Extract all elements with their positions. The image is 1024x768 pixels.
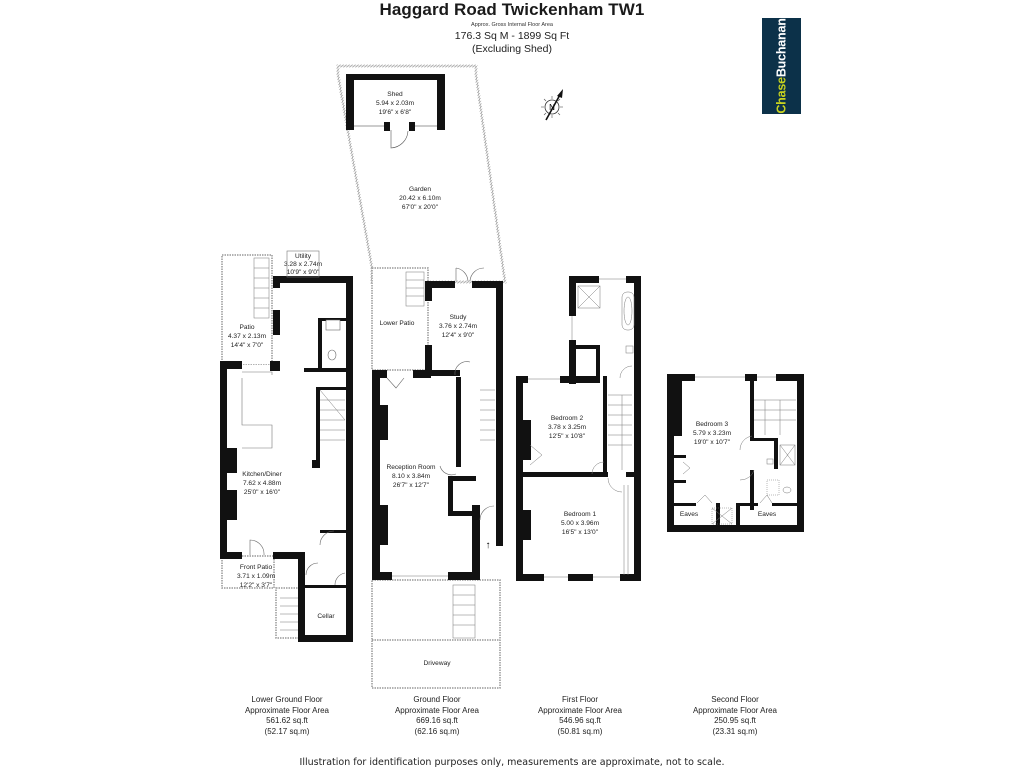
floor-name: Ground Floor [413, 695, 461, 704]
svg-text:14'4" x 7'0": 14'4" x 7'0" [231, 342, 264, 349]
svg-text:19'0" x 10'7": 19'0" x 10'7" [694, 439, 731, 446]
floor-sqm: (52.17 sq.m) [264, 726, 310, 736]
page-title: Haggard Road Twickenham TW1 [379, 0, 645, 19]
svg-text:5.00 x 3.96m: 5.00 x 3.96m [561, 520, 600, 527]
svg-text:12'5" x 10'8": 12'5" x 10'8" [549, 433, 586, 440]
compass-icon: N [541, 89, 563, 121]
agency-logo: ChaseBuchanan [762, 18, 801, 114]
floor-sqft: 561.62 sq.ft [266, 716, 308, 725]
area-note: (Excluding Shed) [472, 43, 552, 55]
floor-sqft: 250.95 sq.ft [714, 716, 756, 725]
first-floor-plan: Bedroom 2 3.78 x 3.25m 12'5" x 10'8" Bed… [516, 276, 641, 581]
svg-text:25'0" x 16'0": 25'0" x 16'0" [244, 489, 281, 496]
svg-text:12'4" x 9'0": 12'4" x 9'0" [442, 332, 475, 339]
floor-sqm: (23.31 sq.m) [712, 726, 758, 736]
floor-caption: Approximate Floor Area [692, 705, 778, 715]
floor-caption: Approximate Floor Area [537, 705, 623, 715]
svg-text:67'0" x 20'0": 67'0" x 20'0" [402, 204, 439, 211]
disclaimer: Illustration for identification purposes… [299, 757, 725, 768]
svg-text:3.78 x 3.25m: 3.78 x 3.25m [548, 424, 587, 431]
svg-text:Bedroom 1: Bedroom 1 [564, 511, 597, 518]
svg-text:Study: Study [450, 314, 468, 321]
svg-text:Shed: Shed [387, 91, 403, 98]
svg-text:Cellar: Cellar [317, 613, 335, 620]
svg-text:4.37 x 2.13m: 4.37 x 2.13m [228, 333, 267, 340]
svg-text:Bedroom 2: Bedroom 2 [551, 415, 584, 422]
svg-text:26'7" x 12'7": 26'7" x 12'7" [393, 482, 430, 489]
svg-text:20.42 x 6.10m: 20.42 x 6.10m [399, 195, 441, 202]
floor-caption: Approximate Floor Area [394, 705, 480, 715]
svg-text:Utility: Utility [295, 253, 312, 260]
ground-floor-plan: ↑ Lower Patio Study 3.76 x 2.74m 12'4" x… [371, 267, 503, 689]
svg-text:N: N [549, 103, 555, 112]
svg-text:19'6" x 6'8": 19'6" x 6'8" [379, 109, 412, 116]
floor-label-ground: Ground Floor Approximate Floor Area 669.… [367, 695, 507, 737]
floor-sqm: (50.81 sq.m) [557, 726, 603, 736]
svg-text:5.94 x 2.03m: 5.94 x 2.03m [376, 100, 415, 107]
svg-text:3.71 x 1.09m: 3.71 x 1.09m [237, 573, 276, 580]
floor-label-lower-ground: Lower Ground Floor Approximate Floor Are… [217, 695, 357, 737]
floor-name: Second Floor [711, 695, 759, 704]
floor-label-first: First Floor Approximate Floor Area 546.9… [510, 695, 650, 737]
svg-text:Driveway: Driveway [423, 660, 451, 667]
total-area: 176.3 Sq M - 1899 Sq Ft [454, 30, 570, 42]
svg-text:10'9" x 9'0": 10'9" x 9'0" [287, 269, 320, 276]
svg-text:3.76 x 2.74m: 3.76 x 2.74m [439, 323, 478, 330]
svg-text:Kitchen/Diner: Kitchen/Diner [242, 471, 282, 478]
svg-text:Eaves: Eaves [680, 511, 699, 518]
area-caption: Approx. Gross Internal Floor Area [471, 22, 553, 28]
floor-sqft: 669.16 sq.ft [416, 716, 458, 725]
svg-text:Patio: Patio [239, 324, 254, 331]
svg-text:Reception Room: Reception Room [386, 464, 436, 471]
entrance-arrow-icon: ↑ [486, 540, 491, 551]
shed-room: Shed 5.94 x 2.03m 19'6" x 6'8" [346, 74, 445, 149]
lower-ground-floor-plan: Utility 3.28 x 2.74m 10'9" x 9'0" Patio … [220, 250, 353, 642]
svg-text:Lower Patio: Lower Patio [380, 320, 415, 327]
floor-sqft: 546.96 sq.ft [559, 716, 601, 725]
svg-text:Bedroom 3: Bedroom 3 [696, 421, 729, 428]
floor-name: First Floor [562, 695, 598, 704]
svg-text:Front Patio: Front Patio [240, 564, 273, 571]
svg-text:12'2" x 3'7": 12'2" x 3'7" [240, 582, 273, 589]
svg-text:16'5" x 13'0": 16'5" x 13'0" [562, 529, 599, 536]
svg-text:Garden: Garden [409, 186, 431, 193]
svg-text:3.28 x 2.74m: 3.28 x 2.74m [284, 261, 323, 268]
floor-caption: Approximate Floor Area [244, 705, 330, 715]
floor-label-second: Second Floor Approximate Floor Area 250.… [665, 695, 805, 737]
floor-name: Lower Ground Floor [251, 695, 323, 704]
svg-text:7.62 x 4.88m: 7.62 x 4.88m [243, 480, 282, 487]
second-floor-plan: Bedroom 3 5.79 x 3.23m 19'0" x 10'7" Eav… [667, 374, 804, 532]
floor-sqm: (62.16 sq.m) [414, 726, 460, 736]
svg-text:5.79 x 3.23m: 5.79 x 3.23m [693, 430, 732, 437]
svg-text:Eaves: Eaves [758, 511, 777, 518]
svg-text:8.10 x 3.84m: 8.10 x 3.84m [392, 473, 431, 480]
